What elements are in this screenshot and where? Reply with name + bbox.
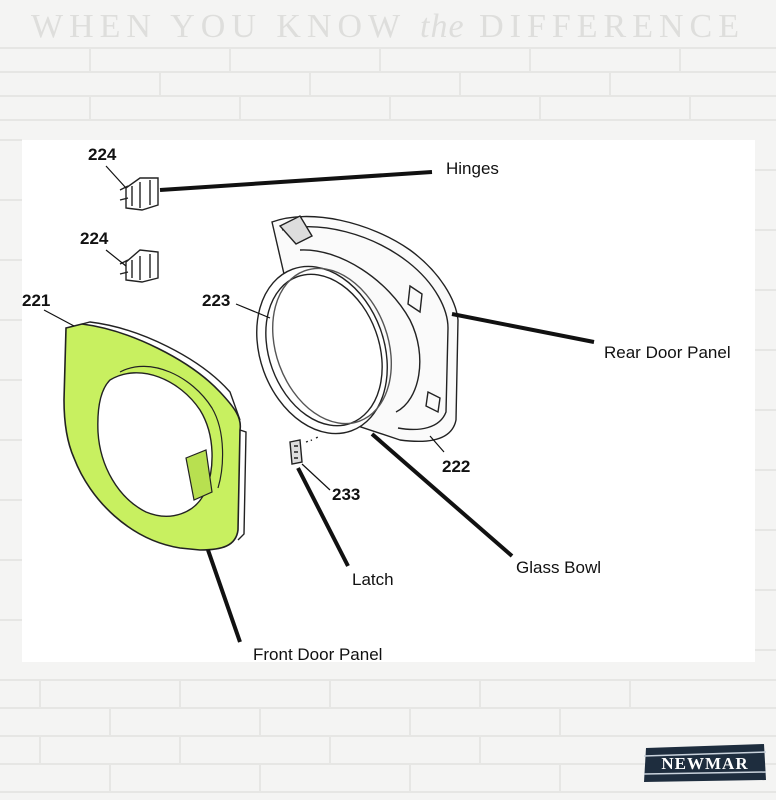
- leader-hinges: [159, 170, 433, 192]
- leader-front-door-panel: [206, 549, 242, 643]
- leader-rear-door-panel: [451, 312, 595, 344]
- hinge-bottom-part: [119, 249, 159, 283]
- label-glass-bowl: Glass Bowl: [516, 558, 601, 577]
- leader-224-bottom: [105, 249, 127, 267]
- tagline-part2: the: [420, 8, 465, 45]
- part-number-222: 222: [442, 457, 470, 476]
- part-number-223: 223: [202, 291, 230, 310]
- tagline: WHEN YOU KNOW the DIFFERENCE: [0, 8, 776, 46]
- label-front-door-panel: Front Door Panel: [253, 645, 382, 664]
- newmar-logo: NEWMAR: [643, 744, 767, 782]
- latch-part: [289, 435, 321, 465]
- leader-222: [429, 435, 445, 453]
- part-number-233: 233: [332, 485, 360, 504]
- leader-221: [43, 309, 75, 327]
- tagline-part3: DIFFERENCE: [479, 8, 745, 45]
- glass-bowl-part: [256, 265, 393, 435]
- label-latch: Latch: [352, 570, 394, 589]
- leader-233: [301, 463, 331, 491]
- leader-224-top: [105, 165, 127, 189]
- part-number-224-bottom: 224: [80, 229, 109, 248]
- leader-latch: [296, 467, 350, 567]
- label-hinges: Hinges: [446, 159, 499, 178]
- hinge-top-part: [119, 177, 159, 211]
- part-number-224-top: 224: [88, 145, 117, 164]
- newmar-logo-text: NEWMAR: [661, 754, 748, 773]
- front-door-panel-part: [63, 321, 247, 551]
- tagline-part1: WHEN YOU KNOW: [31, 8, 406, 45]
- label-rear-door-panel: Rear Door Panel: [604, 343, 731, 362]
- leader-glass-bowl: [370, 432, 514, 558]
- part-number-221: 221: [22, 291, 50, 310]
- leader-223: [235, 303, 271, 319]
